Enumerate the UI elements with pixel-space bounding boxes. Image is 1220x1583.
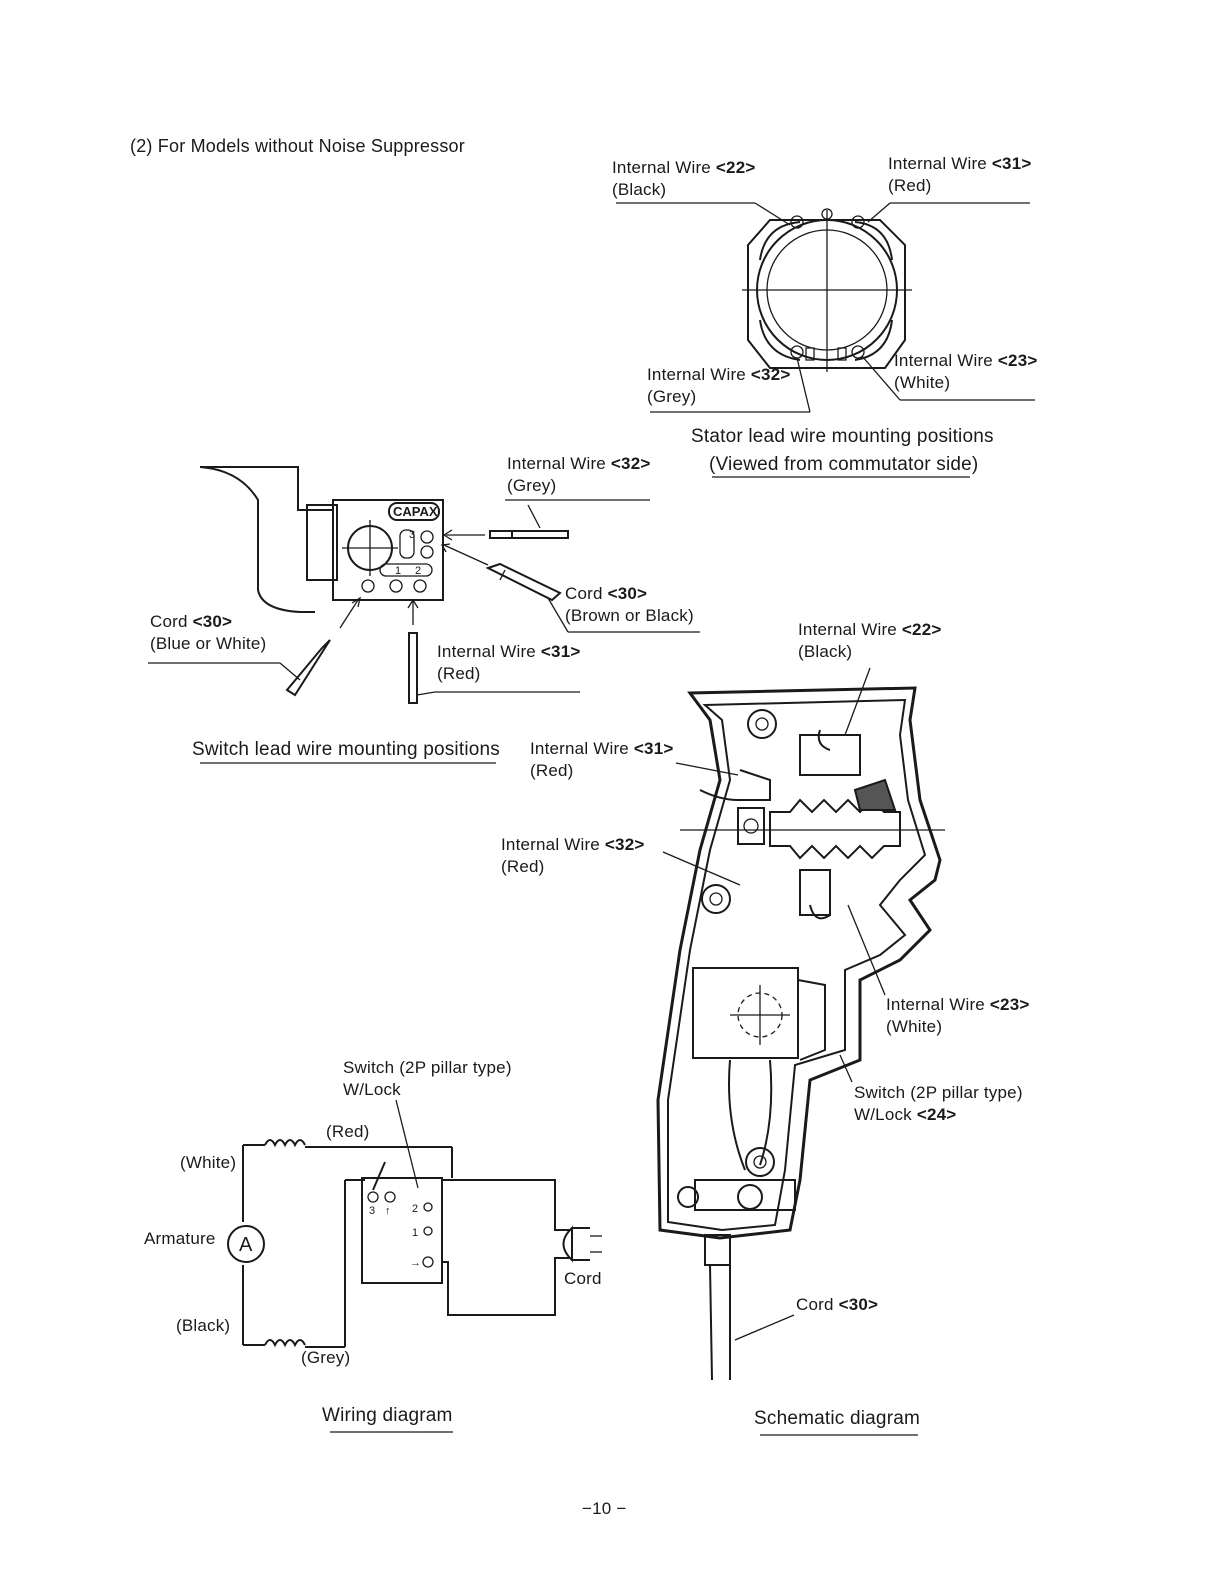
stator-wire23-label: Internal Wire <23> (White) (894, 350, 1037, 394)
part-number: <22> (715, 158, 756, 177)
wiring-diagram-drawing: A 3 ↑ 2 1 → (228, 1100, 602, 1347)
wire-color: (Red) (501, 857, 545, 876)
page-heading: (2) For Models without Noise Suppressor (130, 136, 465, 156)
part-number: <24> (916, 1105, 957, 1124)
switch-cord-left-label: Cord <30> (Blue or White) (150, 611, 266, 655)
label-text: Internal Wire (501, 835, 600, 854)
part-number: <30> (838, 1295, 879, 1314)
switch-line1: Switch (2P pillar type) (854, 1083, 1023, 1102)
pin-arrow-label: ↑ (385, 1205, 391, 1217)
schematic-wire23-label: Internal Wire <23> (White) (886, 994, 1029, 1038)
part-number: <32> (610, 454, 651, 473)
part-number: <32> (604, 835, 645, 854)
label-text: Cord (565, 584, 603, 603)
schematic-caption: Schematic diagram (754, 1408, 921, 1429)
wiring-white-label: (White) (180, 1153, 237, 1172)
wiring-cord-label: Cord (564, 1269, 602, 1288)
caption-underlines (200, 477, 970, 1435)
wire-color: (Black) (798, 642, 853, 661)
label-text: Internal Wire (507, 454, 606, 473)
switch-cord-right-label: Cord <30> (Brown or Black) (565, 583, 694, 627)
wire-color: (Red) (437, 664, 481, 683)
wire-color: (White) (894, 373, 951, 392)
label-text: Internal Wire (894, 351, 993, 370)
stator-caption-line2: (Viewed from commutator side) (709, 454, 979, 475)
part-number: <32> (750, 365, 791, 384)
label-text: Internal Wire (437, 642, 536, 661)
stator-wire22-label: Internal Wire <22> (Black) (612, 157, 755, 201)
schematic-cord-label: Cord <30> (796, 1294, 878, 1316)
schematic-wire32-label: Internal Wire <32> (Red) (501, 834, 644, 878)
wiring-caption: Wiring diagram (322, 1405, 453, 1426)
part-number: <30> (192, 612, 233, 631)
label-text: Cord (150, 612, 188, 631)
part-number: <31> (540, 642, 581, 661)
switch-wire32-label: Internal Wire <32> (Grey) (507, 453, 650, 497)
armature-symbol: A (239, 1234, 253, 1256)
switch-caption: Switch lead wire mounting positions (192, 739, 500, 760)
label-text: Cord (796, 1295, 834, 1314)
pin-3-label: 3 (369, 1205, 375, 1217)
wire-color: (Red) (888, 176, 932, 195)
part-number: <31> (633, 739, 674, 758)
schematic-wire22-label: Internal Wire <22> (Black) (798, 619, 941, 663)
wire-color: (Brown or Black) (565, 606, 694, 625)
schematic-switch-label: Switch (2P pillar type) W/Lock <24> (854, 1082, 1023, 1126)
label-text: Internal Wire (530, 739, 629, 758)
stator-caption-line1: Stator lead wire mounting positions (691, 426, 994, 447)
wiring-black-label: (Black) (176, 1316, 231, 1335)
pos-arrow-label: → (410, 1257, 421, 1269)
label-text: Internal Wire (612, 158, 711, 177)
switch-line2: W/Lock (343, 1080, 401, 1099)
page-number: −10 − (582, 1499, 627, 1518)
terminal-label-1: 1 (395, 565, 401, 577)
part-number: <30> (607, 584, 648, 603)
part-number: <22> (901, 620, 942, 639)
terminal-label-2: 2 (415, 565, 421, 577)
switch-line2: W/Lock (854, 1105, 912, 1124)
wire-color: (White) (886, 1017, 943, 1036)
label-text: Internal Wire (886, 995, 985, 1014)
stator-drawing (616, 203, 1035, 412)
terminal-label-3: 3 (409, 529, 415, 541)
switch-line1: Switch (2P pillar type) (343, 1058, 512, 1077)
schematic-wire31-label: Internal Wire <31> (Red) (530, 738, 673, 782)
part-number: <31> (991, 154, 1032, 173)
wiring-switch-label: Switch (2P pillar type) W/Lock (343, 1057, 512, 1101)
wiring-grey-label: (Grey) (301, 1348, 351, 1367)
drill-schematic-drawing (658, 668, 945, 1380)
wire-color: (Grey) (647, 387, 697, 406)
switch-drawing: CAPAX 1 2 3 (148, 467, 700, 703)
label-text: Internal Wire (647, 365, 746, 384)
part-number: <23> (997, 351, 1038, 370)
label-text: Internal Wire (888, 154, 987, 173)
label-text: Internal Wire (798, 620, 897, 639)
wire-color: (Blue or White) (150, 634, 267, 653)
wiring-armature-label: Armature (144, 1229, 216, 1248)
part-number: <23> (989, 995, 1030, 1014)
stator-wire32-label: Internal Wire <32> (Grey) (647, 364, 790, 408)
capax-brand: CAPAX (393, 504, 438, 519)
switch-wire31-label: Internal Wire <31> (Red) (437, 641, 580, 685)
wire-color: (Grey) (507, 476, 557, 495)
pos-2-label: 2 (412, 1203, 418, 1215)
pos-1-label: 1 (412, 1227, 418, 1239)
wiring-red-label: (Red) (326, 1122, 370, 1141)
wire-color: (Red) (530, 761, 574, 780)
wire-color: (Black) (612, 180, 667, 199)
stator-wire31-label: Internal Wire <31> (Red) (888, 153, 1031, 197)
